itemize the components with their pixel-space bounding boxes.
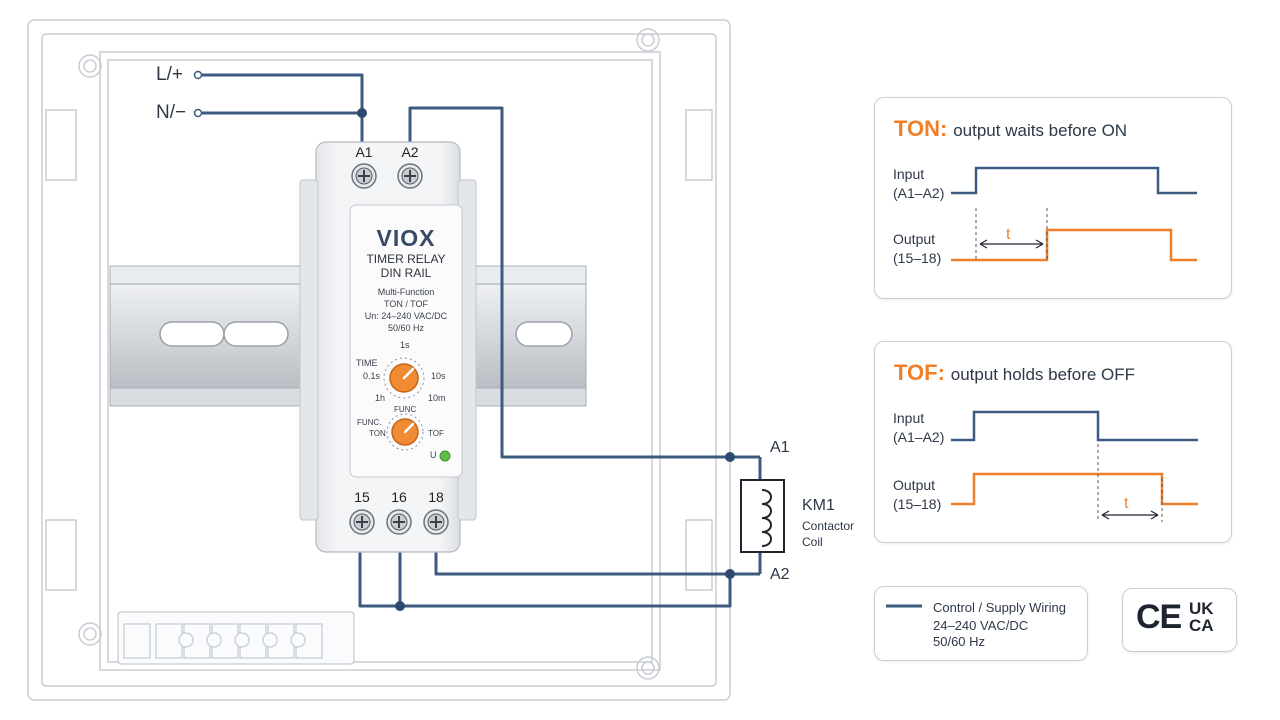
km1-desc-line2: Coil: [802, 535, 823, 549]
ton-delay-label: t: [1006, 226, 1011, 243]
ukca-mark-line2: CA: [1189, 616, 1214, 635]
ton-input-waveform: [951, 166, 1197, 195]
func-knob: [386, 413, 424, 451]
ton-signals: [951, 166, 1197, 262]
func-tof-label: TOF: [428, 429, 444, 438]
tof-output-sub: (15–18): [893, 496, 942, 512]
tof-output-waveform: [951, 472, 1198, 506]
tof-input-label: Input: [893, 410, 925, 426]
ce-mark-icon: CE: [1136, 598, 1182, 636]
screw-a1: [351, 163, 377, 189]
timer-relay: [299, 141, 477, 553]
terminal-15-label: 15: [354, 489, 370, 505]
wire-line-to-a1: [200, 73, 364, 142]
func-side-label: FUNC.: [357, 418, 382, 427]
ton-output-waveform: [951, 228, 1197, 262]
screw-15: [349, 509, 375, 535]
tof-mode-name: TOF:: [894, 360, 945, 385]
line-supply-label: L/+: [156, 64, 183, 85]
ton-input-sub: (A1–A2): [893, 185, 945, 201]
spec-line2: TON / TOF: [383, 299, 428, 309]
time-scale-10m: 10m: [428, 393, 446, 403]
brand-logo: VIOX: [376, 225, 436, 251]
time-dial-label: TIME: [356, 358, 378, 368]
tof-delay-label: t: [1124, 495, 1129, 512]
ton-description: output waits before ON: [953, 121, 1128, 140]
spec-line1: Multi-Function: [377, 287, 435, 297]
tof-panel: [874, 341, 1232, 543]
contactor-coil-symbol: [740, 479, 785, 553]
ton-output-label: Output: [893, 231, 936, 247]
legend-line3: 50/60 Hz: [933, 634, 986, 649]
screw-a2: [397, 163, 423, 189]
terminal-18-label: 18: [428, 489, 444, 505]
wire-15-16-to-km1: [358, 540, 732, 608]
power-led-icon: [439, 450, 451, 462]
screw-18: [423, 509, 449, 535]
tof-signals: [951, 410, 1198, 522]
time-knob: [383, 357, 425, 399]
tof-output-label: Output: [893, 477, 936, 493]
terminal-16-label: 16: [391, 489, 407, 505]
tof-description: output holds before OFF: [950, 365, 1136, 384]
terminal-a1-label: A1: [355, 144, 373, 160]
time-scale-0-1s: 0.1s: [363, 371, 381, 381]
time-scale-10s: 10s: [431, 371, 446, 381]
km1-name: KM1: [802, 497, 835, 514]
terminal-a2-label: A2: [401, 144, 419, 160]
tof-heading: TOF: output holds before OFF: [894, 360, 1135, 386]
wire-junctions: [357, 108, 735, 611]
legend-box: [874, 586, 1088, 661]
tof-input-waveform: [951, 410, 1198, 442]
relay-title-line1: TIMER RELAY: [366, 252, 446, 266]
func-ton-label: TON: [369, 429, 386, 438]
ton-output-sub: (15–18): [893, 250, 942, 266]
time-scale-1h: 1h: [375, 393, 386, 403]
neutral-supply-label: N/−: [156, 102, 187, 123]
spec-line4: 50/60 Hz: [387, 323, 425, 333]
terminal-strip: [117, 611, 355, 665]
power-led-label: U: [430, 450, 437, 460]
legend-line1: Control / Supply Wiring: [933, 600, 1066, 615]
ton-input-label: Input: [893, 166, 925, 182]
wire-a2-to-km1-a1: [408, 106, 760, 459]
func-dial-label: FUNC: [394, 405, 417, 414]
ton-mode-name: TON:: [894, 116, 948, 141]
legend-line2: 24–240 VAC/DC: [933, 618, 1029, 633]
relay-title-line2: DIN RAIL: [380, 266, 432, 280]
ton-heading: TON: output waits before ON: [894, 116, 1127, 142]
certification-box: [1122, 588, 1237, 652]
km1-a2-label: A2: [770, 566, 790, 583]
km1-desc-line1: Contactor: [802, 519, 855, 533]
tof-input-sub: (A1–A2): [893, 429, 945, 445]
ton-panel: [874, 97, 1232, 299]
ukca-mark-line1: UK: [1189, 599, 1214, 618]
time-scale-1s: 1s: [400, 340, 410, 350]
screw-16: [386, 509, 412, 535]
supply-terminals: [193, 70, 203, 118]
enclosure: [27, 19, 731, 701]
spec-line3: Un: 24–240 VAC/DC: [364, 311, 448, 321]
km1-a1-label: A1: [770, 439, 790, 456]
